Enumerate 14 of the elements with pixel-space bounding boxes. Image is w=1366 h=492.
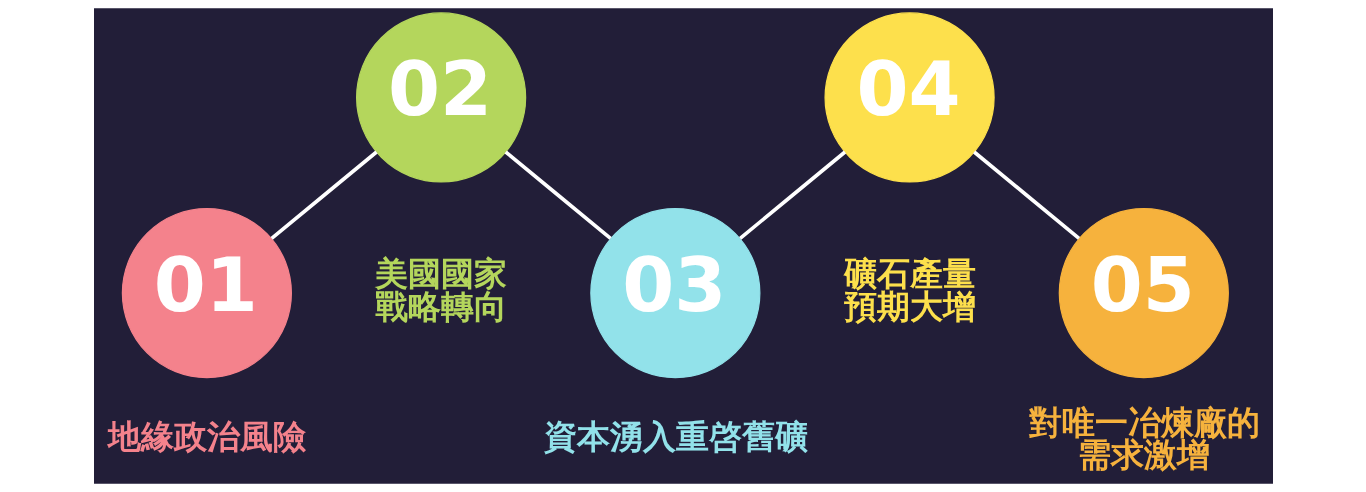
node-circle: 03 [589,207,760,379]
node-circle: 02 [355,12,526,183]
node-label: 美國國家戰略轉向 [374,255,507,326]
connector [504,150,612,240]
node-label: 對唯一冶煉廠的需求激增 [1028,403,1260,475]
connector [972,150,1080,240]
connector [270,150,378,240]
node-label: 資本湧入重啓舊礦 [543,418,808,457]
node-circle: 05 [1058,207,1229,379]
node-circle: 01 [121,207,292,379]
node-circle: 04 [823,12,995,183]
node-label: 地緣政治風險 [107,418,306,457]
node-label: 礦石產量預期大增 [843,255,976,326]
connector [738,150,846,240]
